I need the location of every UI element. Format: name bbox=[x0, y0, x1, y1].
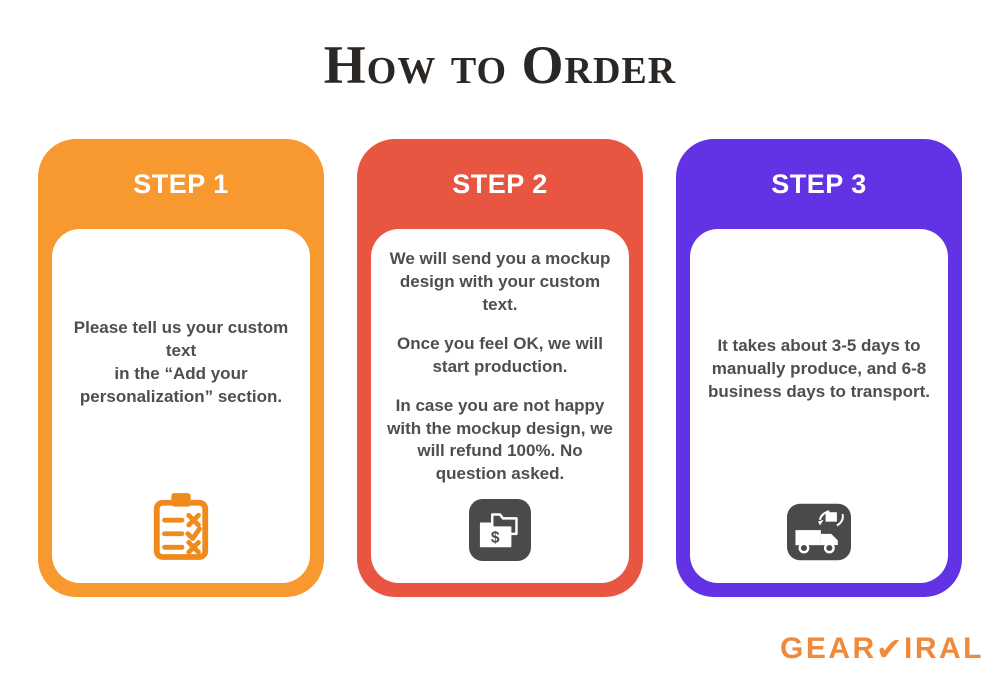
gearviral-watermark: GEAR✔IRAL bbox=[780, 628, 984, 667]
steps-row: STEP 1 Please tell us your custom text i… bbox=[0, 139, 1000, 598]
clipboard-checklist-icon bbox=[150, 491, 212, 561]
step-2-paragraph-1: We will send you a mockup design with yo… bbox=[389, 248, 611, 314]
step-1-text: Please tell us your custom text in the “… bbox=[66, 245, 296, 481]
step-3-body: It takes about 3-5 days to manually prod… bbox=[690, 229, 948, 584]
shipping-truck-icon bbox=[787, 503, 851, 561]
watermark-check-icon: ✔ bbox=[875, 631, 905, 667]
step-2-paragraph-3: In case you are not happy with the mocku… bbox=[387, 395, 613, 484]
how-to-order-infographic: How to Order STEP 1 Please tell us your … bbox=[0, 34, 1000, 667]
step-3-label: STEP 3 bbox=[771, 168, 867, 199]
step-3-card: STEP 3 It takes about 3-5 days to manual… bbox=[676, 139, 962, 598]
step-2-body: We will send you a mockup design with yo… bbox=[371, 229, 629, 584]
step-2-paragraph-2: Once you feel OK, we will start producti… bbox=[397, 333, 603, 376]
step-2-header: STEP 2 bbox=[357, 139, 643, 229]
step-1-paragraph: Please tell us your custom text in the “… bbox=[73, 318, 289, 407]
step-1-body: Please tell us your custom text in the “… bbox=[52, 229, 310, 584]
step-1-header: STEP 1 bbox=[38, 139, 324, 229]
step-3-text: It takes about 3-5 days to manually prod… bbox=[704, 245, 934, 493]
step-2-text: We will send you a mockup design with yo… bbox=[385, 245, 615, 489]
step-3-header: STEP 3 bbox=[676, 139, 962, 229]
step-2-label: STEP 2 bbox=[452, 168, 548, 199]
dollar-folder-icon: $ bbox=[469, 499, 531, 562]
svg-text:$: $ bbox=[491, 530, 500, 547]
step-1-card: STEP 1 Please tell us your custom text i… bbox=[38, 139, 324, 598]
step-1-label: STEP 1 bbox=[133, 168, 229, 199]
step-3-paragraph: It takes about 3-5 days to manually prod… bbox=[708, 335, 930, 401]
watermark-prefix: GEAR bbox=[780, 632, 877, 665]
watermark-suffix: IRAL bbox=[904, 632, 984, 665]
page-title: How to Order bbox=[323, 35, 677, 95]
step-2-card: STEP 2 We will send you a mockup design … bbox=[357, 139, 643, 598]
